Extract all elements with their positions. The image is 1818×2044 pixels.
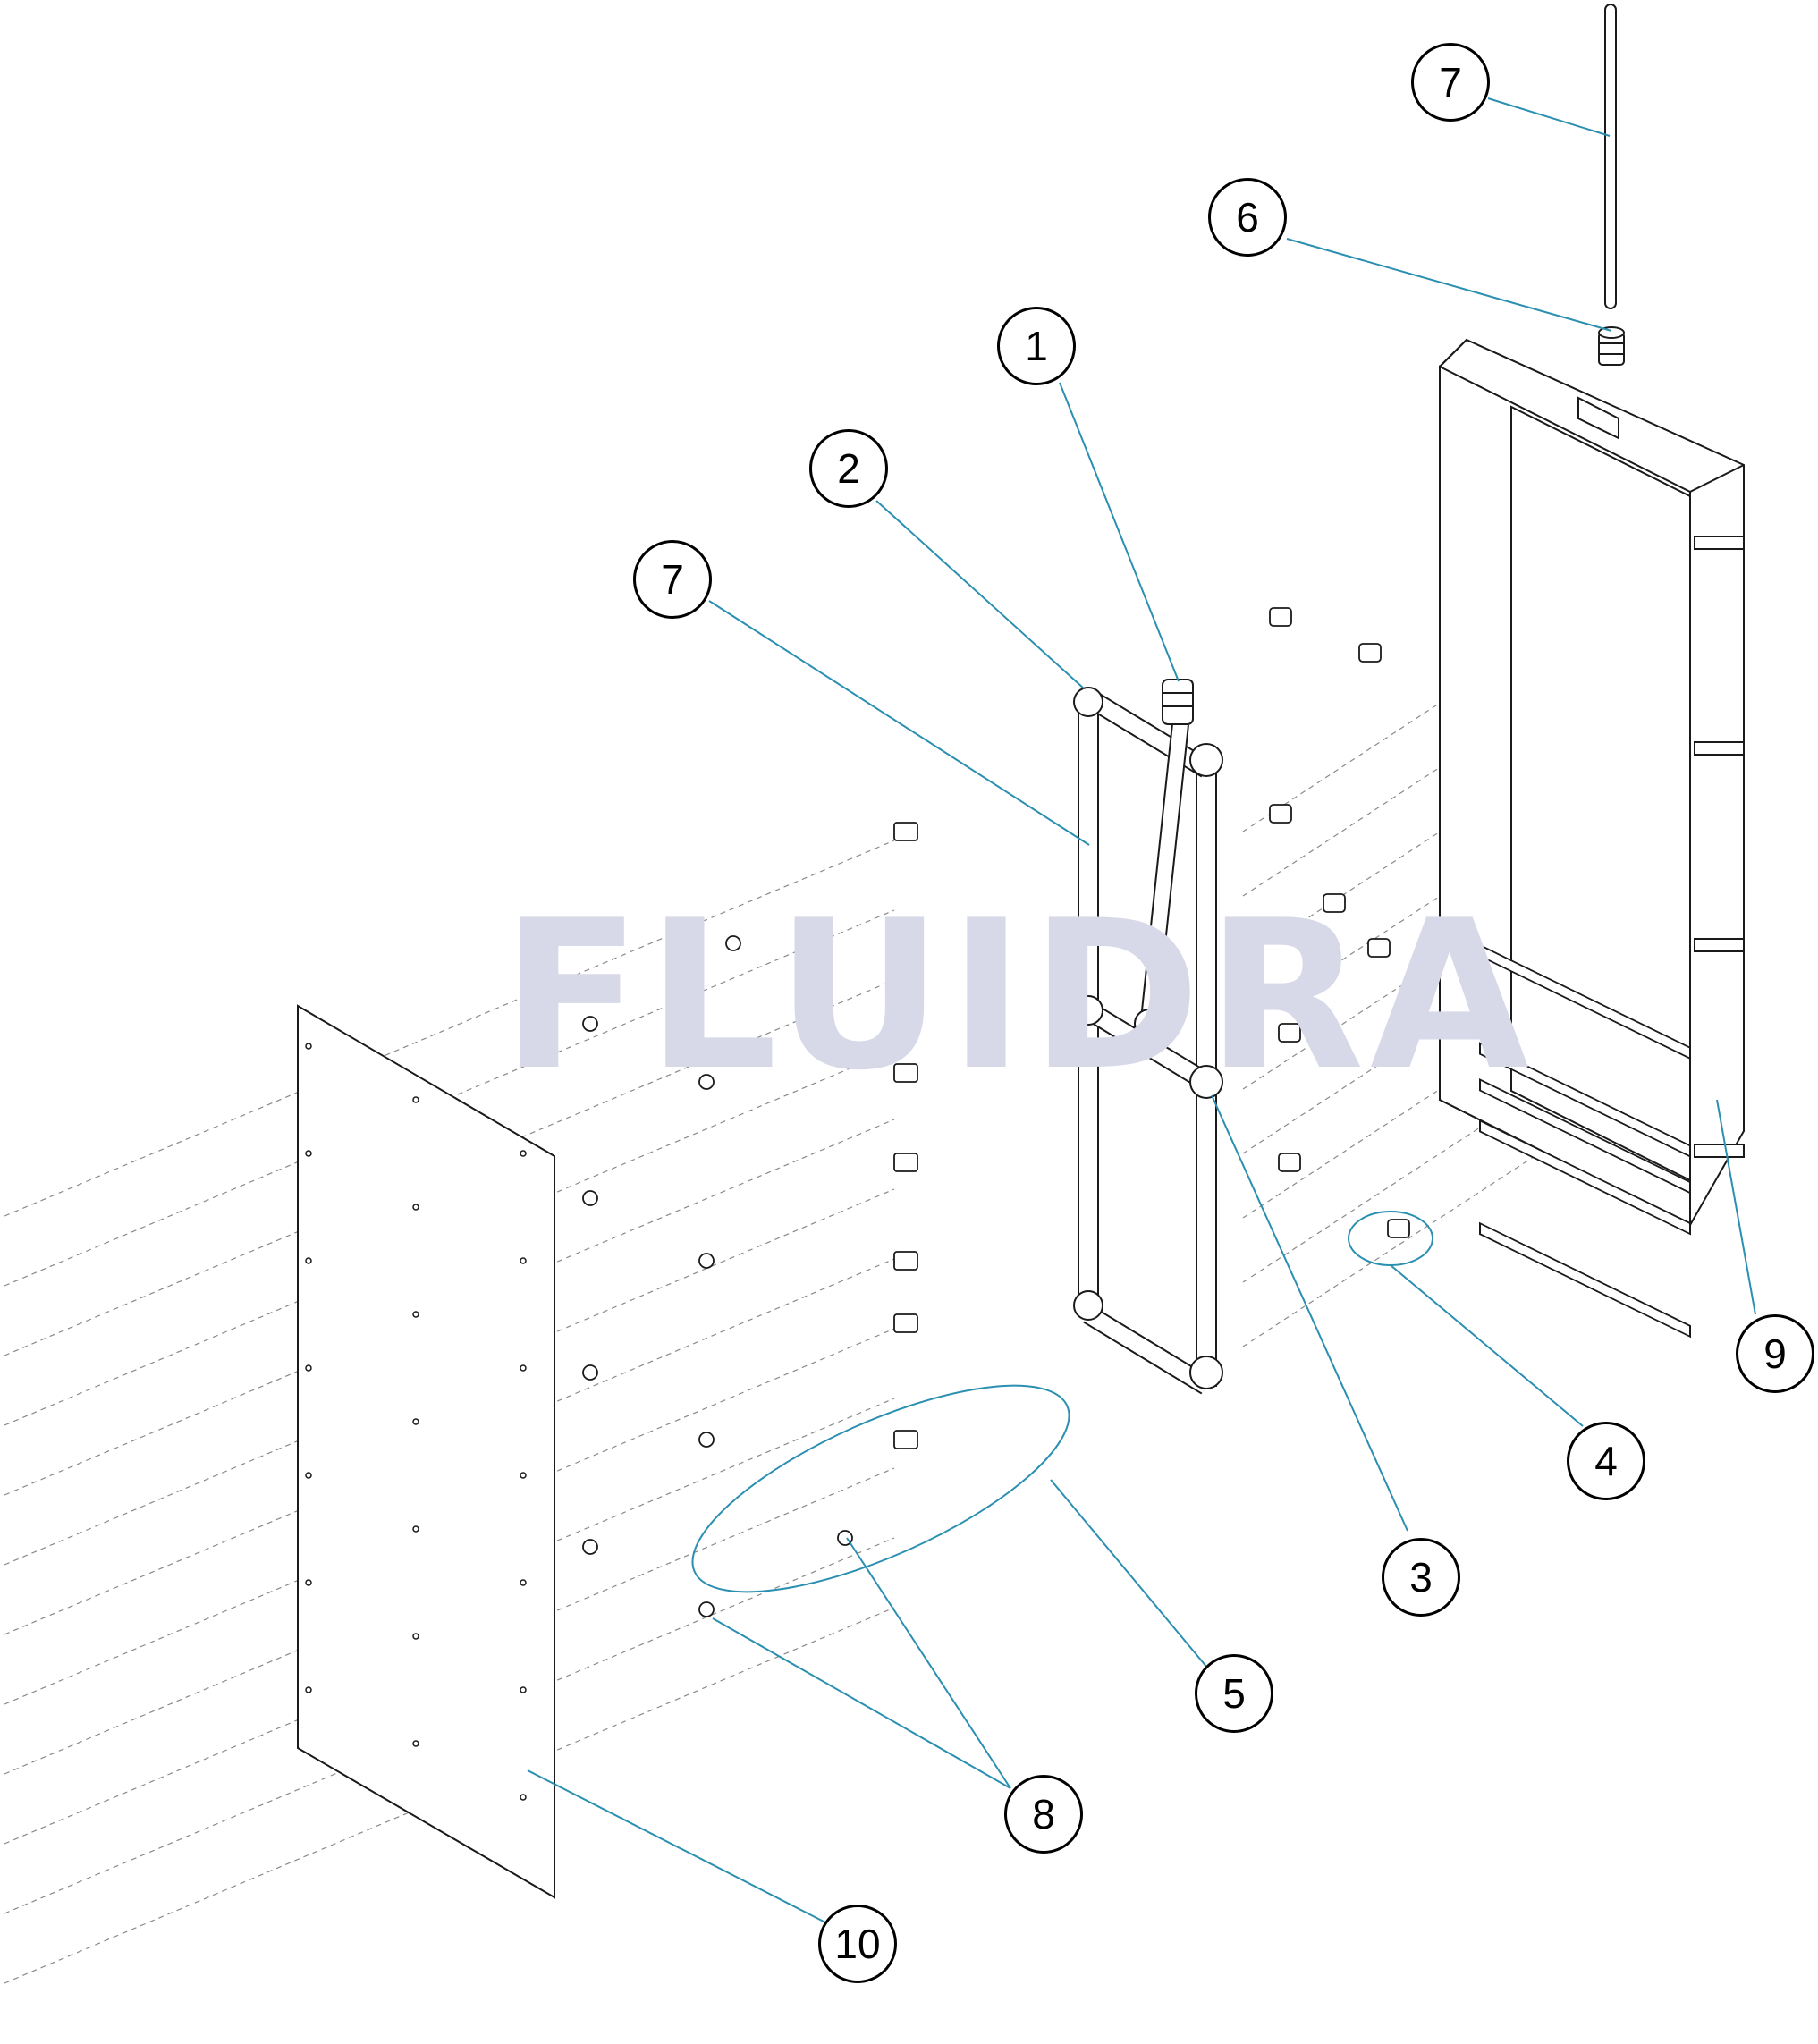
pipe-manifold: [1073, 679, 1223, 1395]
callout-7-left: 7: [633, 540, 712, 619]
callout-2: 2: [809, 429, 888, 508]
fittings: [582, 607, 1410, 1617]
callout-10: 10: [818, 1905, 897, 1983]
vertical-pipe: [1604, 4, 1617, 309]
callout-9: 9: [1736, 1314, 1814, 1393]
cable-gland: [1598, 326, 1625, 366]
front-panel: [297, 1004, 555, 1899]
callout-4: 4: [1567, 1422, 1645, 1500]
callout-8: 8: [1004, 1775, 1083, 1854]
callout-7-top: 7: [1411, 43, 1490, 122]
callout-5: 5: [1195, 1654, 1273, 1733]
leader-lines: [527, 97, 1756, 1923]
assembly-guide-lines: [4, 545, 1682, 1984]
back-housing: [1439, 338, 1745, 1339]
callout-1: 1: [997, 307, 1076, 385]
callout-6: 6: [1208, 178, 1287, 257]
callout-3: 3: [1382, 1538, 1460, 1617]
